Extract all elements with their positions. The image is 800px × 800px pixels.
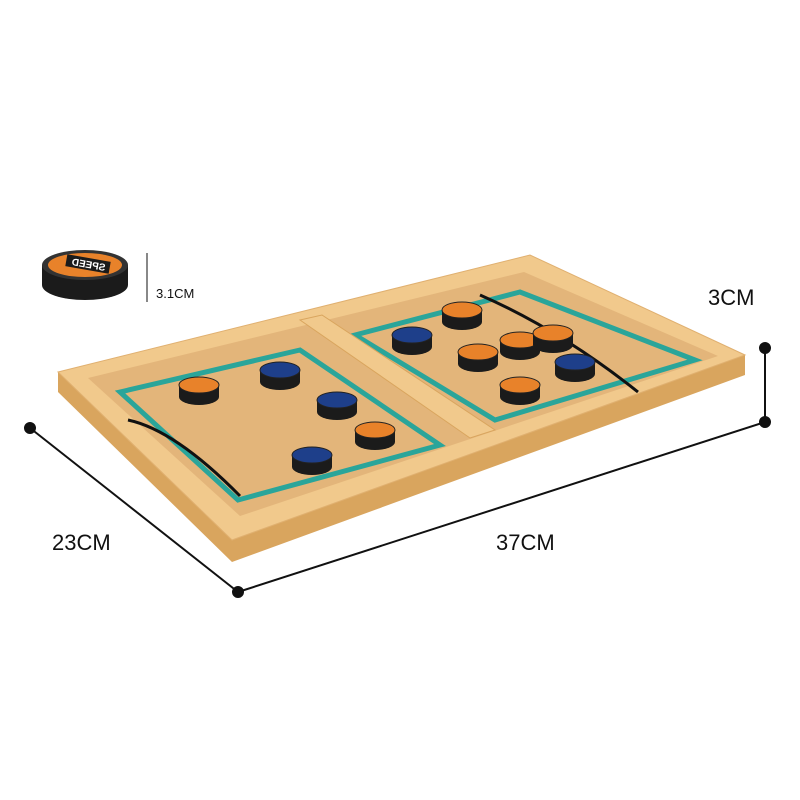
pucks: [178, 301, 596, 475]
puck-height-label: 3.1CM: [156, 286, 195, 301]
board-length-label: 37CM: [496, 530, 555, 555]
board-puck: [178, 376, 220, 405]
board-puck: [291, 446, 333, 475]
board-puck: [441, 301, 483, 330]
length-dimension-line: [237, 421, 766, 593]
board-puck: [499, 376, 541, 405]
board-height-label: 3CM: [708, 285, 755, 310]
board-width-label: 23CM: [52, 530, 111, 555]
board-puck: [354, 421, 396, 450]
single-puck: SPEED: [42, 250, 128, 300]
board-puck: [532, 324, 574, 353]
board-puck: [259, 361, 301, 390]
board-puck: [391, 326, 433, 355]
board-puck: [554, 353, 596, 382]
board-puck: [457, 343, 499, 372]
width-dimension-line: [29, 427, 239, 593]
board-puck: [316, 391, 358, 420]
elastic-band-left: [127, 418, 242, 498]
center-divider: [298, 314, 497, 439]
board-puck: [499, 331, 541, 360]
court-line-left: [114, 347, 446, 503]
